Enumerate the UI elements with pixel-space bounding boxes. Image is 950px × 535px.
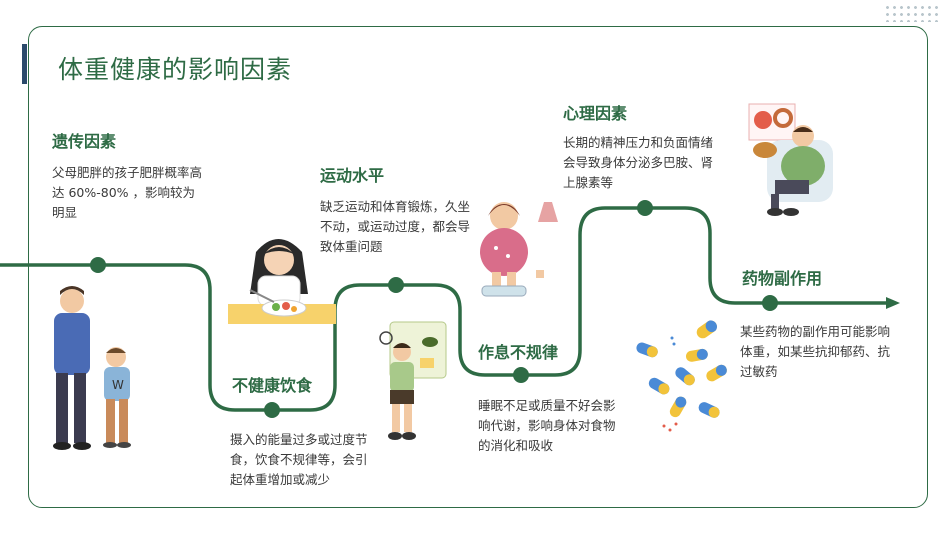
pills-illustration (636, 320, 727, 432)
factor-desc-exercise: 缺乏运动和体育锻炼，久坐不动，或运动过度，都会导致体重问题 (320, 199, 471, 254)
content-frame (28, 26, 928, 508)
parent-child-illustration: W (53, 286, 131, 450)
factor-heading-psychology: 心理因素 (563, 104, 628, 123)
svg-text:W: W (112, 378, 124, 392)
timeline-node (513, 367, 529, 383)
factor-desc-psychology: 长期的精神压力和负面情绪会导致身体分泌多巴胺、肾上腺素等 (563, 135, 714, 190)
title-accent-bar (22, 44, 27, 84)
factor-desc-genetics: 父母肥胖的孩子肥胖概率高达 60%-80% ，影响较为明显 (52, 165, 203, 220)
factor-desc-medication: 某些药物的副作用可能影响体重，如某些抗抑郁药、抗过敏药 (740, 324, 891, 379)
timeline-node (264, 402, 280, 418)
factor-heading-routine: 作息不规律 (478, 343, 559, 362)
timeline-node (637, 200, 653, 216)
decorative-dot-grid (884, 4, 942, 22)
timeline-node (388, 277, 404, 293)
boy-thinking-illustration (379, 321, 447, 440)
factor-heading-diet: 不健康饮食 (232, 376, 313, 395)
eating-girl-illustration (228, 239, 336, 324)
factor-desc-diet: 摄入的能量过多或过度节食，饮食不规律等，会引起体重增加或减少 (230, 432, 368, 487)
timeline-node (90, 257, 106, 273)
factor-heading-genetics: 遗传因素 (52, 132, 117, 151)
page-title: 体重健康的影响因素 (58, 55, 293, 84)
woman-scale-illustration (480, 202, 558, 297)
factor-desc-routine: 睡眠不足或质量不好会影响代谢，影响身体对食物的消化和吸收 (478, 398, 616, 453)
factor-heading-medication: 药物副作用 (742, 269, 823, 288)
factor-heading-exercise: 运动水平 (320, 166, 385, 185)
timeline-node (762, 295, 778, 311)
arrow-head-icon (886, 297, 900, 309)
man-sofa-food-illustration (748, 103, 833, 216)
